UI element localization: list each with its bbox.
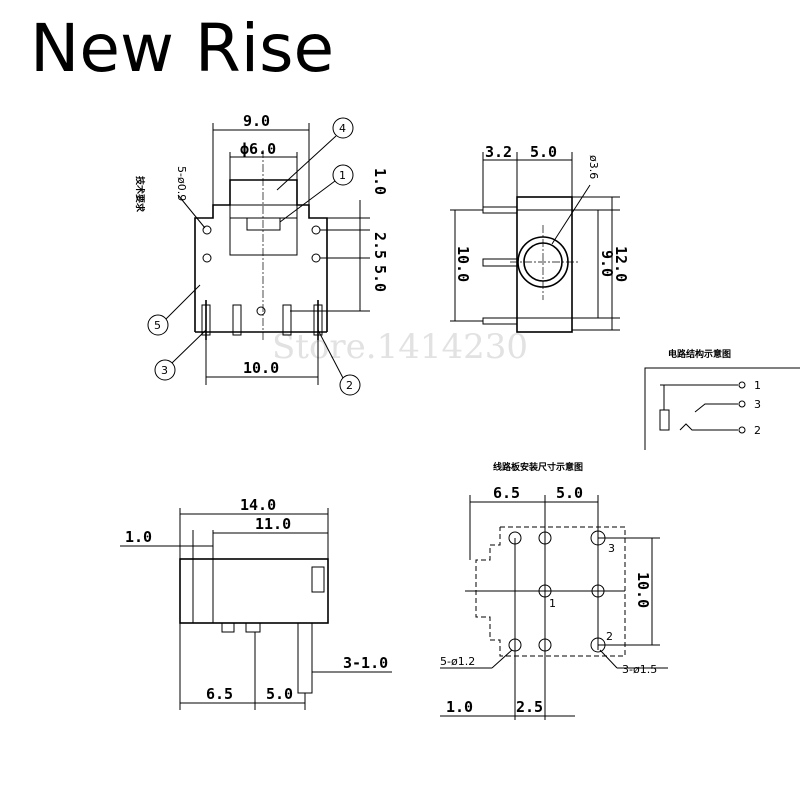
front-dim-bottom: 10.0 bbox=[243, 359, 279, 377]
bottom-dim-total: 14.0 bbox=[240, 496, 276, 514]
front-body-outline bbox=[194, 179, 328, 332]
side-dim-a: 3.2 bbox=[485, 143, 512, 161]
callout-5: 5 bbox=[154, 319, 161, 332]
bottom-view: 14.0 11.0 1.0 3-1.0 6.5 5.0 bbox=[120, 496, 392, 710]
front-dim-mid: 2.5 bbox=[371, 232, 389, 259]
bottom-body bbox=[179, 558, 329, 624]
pcb-outline bbox=[475, 526, 626, 657]
side-body bbox=[516, 196, 573, 333]
pcb-big-holes: 3-ø1.5 bbox=[622, 663, 657, 676]
side-dim-b: 5.0 bbox=[530, 143, 557, 161]
circuit-title: 电路结构示意图 bbox=[668, 348, 731, 360]
front-hole-label: 5-ø0.9 bbox=[175, 166, 188, 201]
circuit-pin-1: 1 bbox=[754, 379, 761, 392]
pcb-pin-2: 2 bbox=[606, 630, 613, 643]
callout-1: 1 bbox=[339, 169, 346, 182]
front-dim-width: 9.0 bbox=[243, 112, 270, 130]
front-side-note: 技术要求 bbox=[134, 176, 146, 213]
bottom-dim-p2: 5.0 bbox=[266, 685, 293, 703]
watermark: Store.1414230 bbox=[272, 327, 528, 367]
bottom-dim-front: 1.0 bbox=[125, 528, 152, 546]
pcb-pin-1: 1 bbox=[549, 597, 556, 610]
brand-title: New Rise bbox=[30, 10, 335, 87]
side-dim-dia: ø3.6 bbox=[587, 155, 600, 179]
front-dim-low: 5.0 bbox=[371, 265, 389, 292]
pcb-small-holes: 5-ø1.2 bbox=[440, 655, 475, 668]
bottom-dim-p1: 6.5 bbox=[206, 685, 233, 703]
callout-3: 3 bbox=[161, 364, 168, 377]
callout-2: 2 bbox=[346, 379, 353, 392]
pcb-dim-a: 6.5 bbox=[493, 484, 520, 502]
front-dim-top: 1.0 bbox=[371, 168, 389, 195]
bottom-dim-pin: 3-1.0 bbox=[343, 654, 388, 672]
circuit-pin-2: 2 bbox=[754, 424, 761, 437]
circuit-pin-3: 3 bbox=[754, 398, 761, 411]
pcb-pin-3: 3 bbox=[608, 542, 615, 555]
callout-4: 4 bbox=[339, 122, 346, 135]
pcb-dim-d: 2.5 bbox=[516, 698, 543, 716]
pcb-layout: 线路板安装尺寸示意图 3 1 2 6.5 5.0 10.0 5-ø1.2 bbox=[440, 461, 668, 720]
side-dim-inner: 9.0 bbox=[598, 250, 616, 277]
side-view: 3.2 5.0 ø3.6 10.0 9.0 12.0 bbox=[450, 143, 630, 333]
circuit-diagram: 电路结构示意图 1 3 2 bbox=[644, 348, 800, 450]
front-dim-bore: ϕ6.0 bbox=[240, 140, 276, 158]
front-view: 9.0 ϕ6.0 1.0 2.5 5.0 10.0 5-ø0.9 技术要求 4 … bbox=[134, 112, 389, 396]
bottom-dim-body: 11.0 bbox=[255, 515, 291, 533]
side-dim-height: 10.0 bbox=[454, 246, 472, 282]
pcb-dim-b: 5.0 bbox=[556, 484, 583, 502]
pcb-dim-height: 10.0 bbox=[634, 572, 652, 608]
pcb-dim-c: 1.0 bbox=[446, 698, 473, 716]
pcb-title: 线路板安装尺寸示意图 bbox=[493, 461, 583, 473]
side-dim-outer: 12.0 bbox=[612, 246, 630, 282]
